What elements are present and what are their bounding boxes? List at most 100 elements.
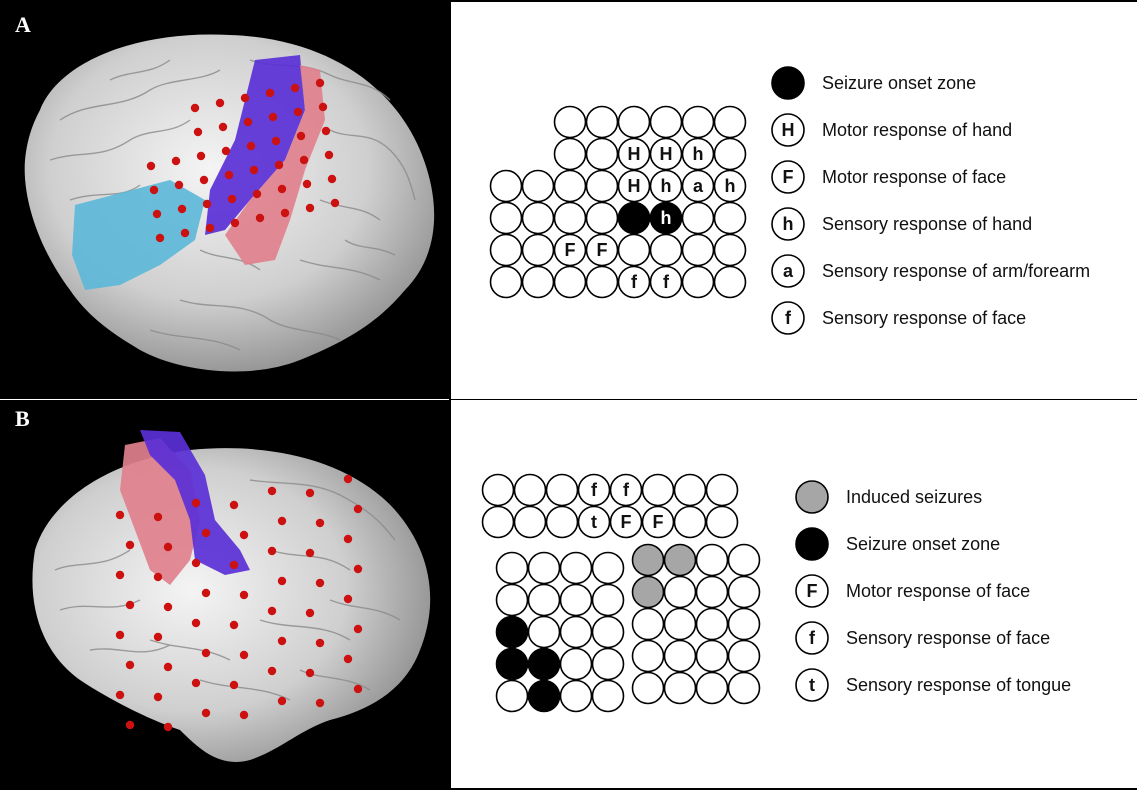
electrode-contact	[553, 169, 587, 203]
electrode-contact	[513, 505, 547, 539]
electrode-contact	[521, 265, 555, 299]
electrode-contact	[585, 265, 619, 299]
electrode-a-r5c3	[585, 265, 619, 299]
electrode-marker	[163, 542, 173, 552]
electrode-marker	[321, 126, 331, 136]
electrode-contact	[577, 505, 611, 539]
electrode-a-r4c6	[681, 233, 715, 267]
electrode-marker	[115, 570, 125, 580]
electrode-marker	[293, 107, 303, 117]
electrode-label: f	[591, 480, 598, 500]
electrode-marker	[224, 170, 234, 180]
electrode-contact	[705, 473, 739, 507]
electrode-contact	[527, 583, 561, 617]
electrode-b-top-r1c3: t	[577, 505, 611, 539]
electrode-b-left-r0c3	[591, 551, 625, 585]
electrode-contact	[713, 201, 747, 235]
electrode-marker	[199, 175, 209, 185]
electrode-marker	[190, 103, 200, 113]
electrode-marker	[115, 630, 125, 640]
electrode-contact	[553, 201, 587, 235]
electrode-contact	[553, 105, 587, 139]
electrode-marker	[315, 578, 325, 588]
electrode-contact	[681, 169, 715, 203]
electrode-a-r1c3	[585, 137, 619, 171]
electrode-a-r0c6	[681, 105, 715, 139]
brain-render-a	[24, 34, 435, 372]
legend-label: Sensory response of hand	[822, 214, 1032, 234]
electrode-a-r3c7	[713, 201, 747, 235]
electrode-a-r3c5: h	[649, 201, 683, 235]
electrode-a-r4c3: F	[585, 233, 619, 267]
legend-label: Induced seizures	[846, 487, 982, 507]
electrode-contact	[591, 615, 625, 649]
gyri-lines	[49, 59, 416, 351]
electrode-marker	[305, 608, 315, 618]
electrode-marker	[277, 636, 287, 646]
electrode-b-right-r0c2	[695, 543, 729, 577]
electrode-marker	[315, 698, 325, 708]
electrode-a-r5c1	[521, 265, 555, 299]
legend-entry: Induced seizures	[795, 480, 982, 514]
electrode-b-left-r0c2	[559, 551, 593, 585]
electrode-a-r3c6	[681, 201, 715, 235]
electrode-marker	[218, 122, 228, 132]
legend-label: Motor response of hand	[822, 120, 1012, 140]
electrode-marker	[201, 528, 211, 538]
electrode-marker	[271, 136, 281, 146]
electrode-marker	[330, 198, 340, 208]
electrode-contact	[631, 575, 665, 609]
electrode-contact	[585, 169, 619, 203]
electrode-marker	[115, 690, 125, 700]
electrode-contact	[559, 583, 593, 617]
electrode-marker	[267, 546, 277, 556]
electrode-contact	[631, 543, 665, 577]
electrode-marker	[229, 560, 239, 570]
electrode-marker	[201, 648, 211, 658]
panel-letter-b: B	[15, 406, 30, 431]
electrode-contact	[681, 137, 715, 171]
electrode-marker	[205, 223, 215, 233]
electrode-marker	[191, 498, 201, 508]
electrode-marker	[239, 590, 249, 600]
electrode-b-left-r1c3	[591, 583, 625, 617]
electrode-marker	[277, 516, 287, 526]
electrode-marker	[152, 209, 162, 219]
legend-symbol-label: a	[783, 261, 794, 281]
electrode-b-right-r3c3	[727, 639, 761, 673]
electrode-marker	[343, 534, 353, 544]
electrode-a-r0c2	[553, 105, 587, 139]
electrode-marker	[305, 203, 315, 213]
electrode-marker	[230, 218, 240, 228]
electrode-marker	[318, 102, 328, 112]
electrode-contact	[585, 201, 619, 235]
electrode-a-r0c5	[649, 105, 683, 139]
electrode-marker	[227, 194, 237, 204]
electrode-marker	[296, 131, 306, 141]
legend-symbol	[771, 113, 805, 147]
electrode-a-r3c4	[617, 201, 651, 235]
electrode-a-r1c6: h	[681, 137, 715, 171]
electrode-b-left-r3c3	[591, 647, 625, 681]
electrode-label: h	[661, 208, 672, 228]
electrode-label: H	[628, 144, 641, 164]
electrode-marker	[267, 606, 277, 616]
electrode-contact	[649, 201, 683, 235]
electrode-b-top-r1c2	[545, 505, 579, 539]
electrode-marker	[146, 161, 156, 171]
electrode-a-r5c5: f	[649, 265, 683, 299]
electrode-b-right-r1c2	[695, 575, 729, 609]
electrode-marker	[277, 184, 287, 194]
electrode-contact	[577, 473, 611, 507]
electrode-a-r5c4: f	[617, 265, 651, 299]
electrode-contact	[673, 505, 707, 539]
